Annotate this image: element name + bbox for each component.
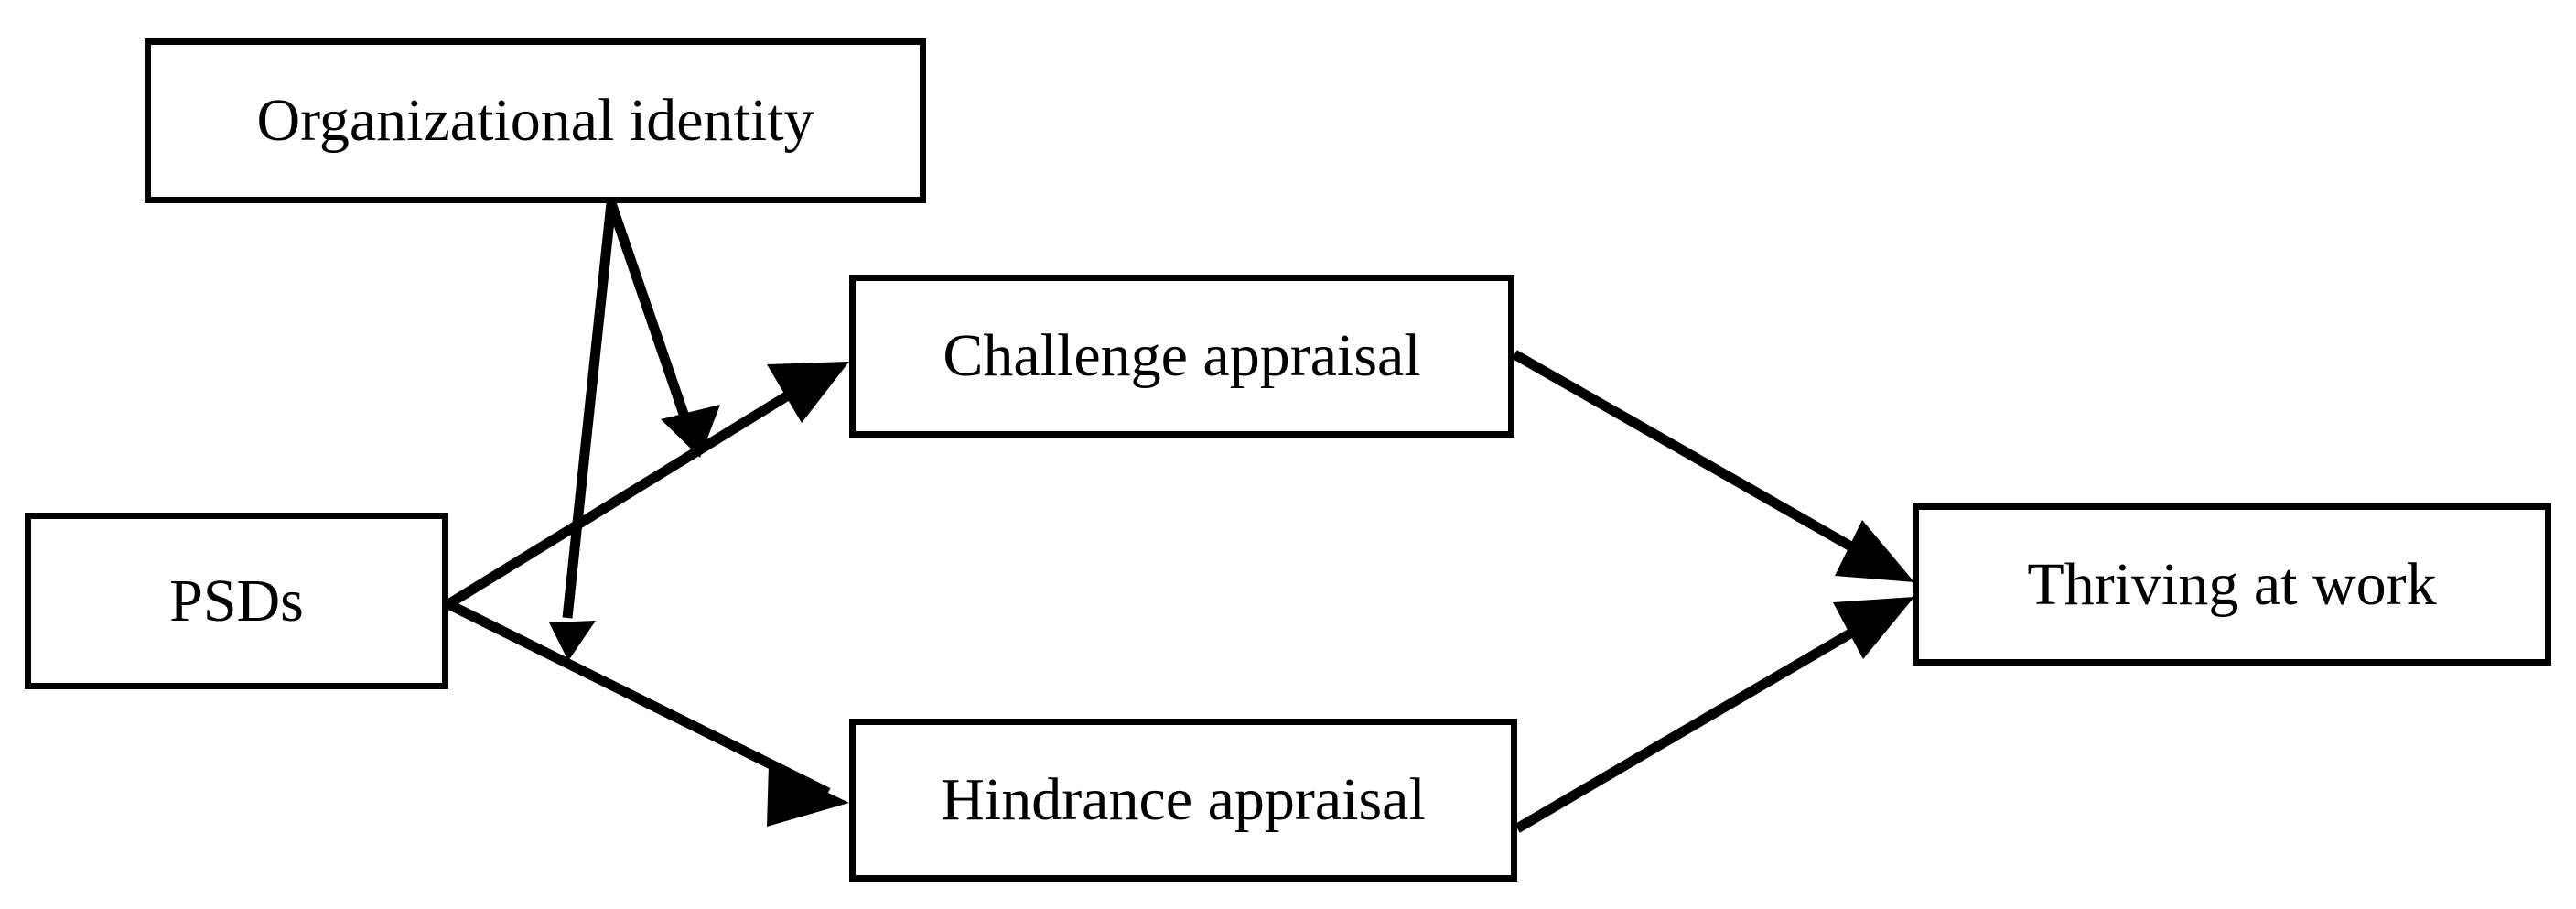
- node-psds[interactable]: PSDs: [25, 513, 448, 689]
- edge-hindrance-to-thriving: [1514, 597, 1914, 833]
- node-challenge-appraisal[interactable]: Challenge appraisal: [849, 275, 1514, 438]
- node-hindrance-appraisal[interactable]: Hindrance appraisal: [849, 719, 1517, 882]
- node-label-thriving-at-work: Thriving at work: [2027, 550, 2437, 618]
- edge-psds-to-challenge: [446, 362, 849, 609]
- node-thriving-at-work[interactable]: Thriving at work: [1913, 503, 2551, 666]
- edge-psds-to-hindrance: [446, 600, 849, 827]
- node-organizational-identity[interactable]: Organizational identity: [145, 38, 926, 203]
- node-label-organizational-identity: Organizational identity: [256, 87, 814, 155]
- node-label-hindrance-appraisal: Hindrance appraisal: [941, 766, 1426, 834]
- edge-identity-moderates-hindrance: [549, 202, 617, 661]
- node-label-challenge-appraisal: Challenge appraisal: [943, 322, 1421, 390]
- node-label-psds: PSDs: [169, 567, 304, 634]
- edge-identity-moderates-challenge: [606, 201, 720, 458]
- edge-challenge-to-thriving: [1512, 350, 1914, 582]
